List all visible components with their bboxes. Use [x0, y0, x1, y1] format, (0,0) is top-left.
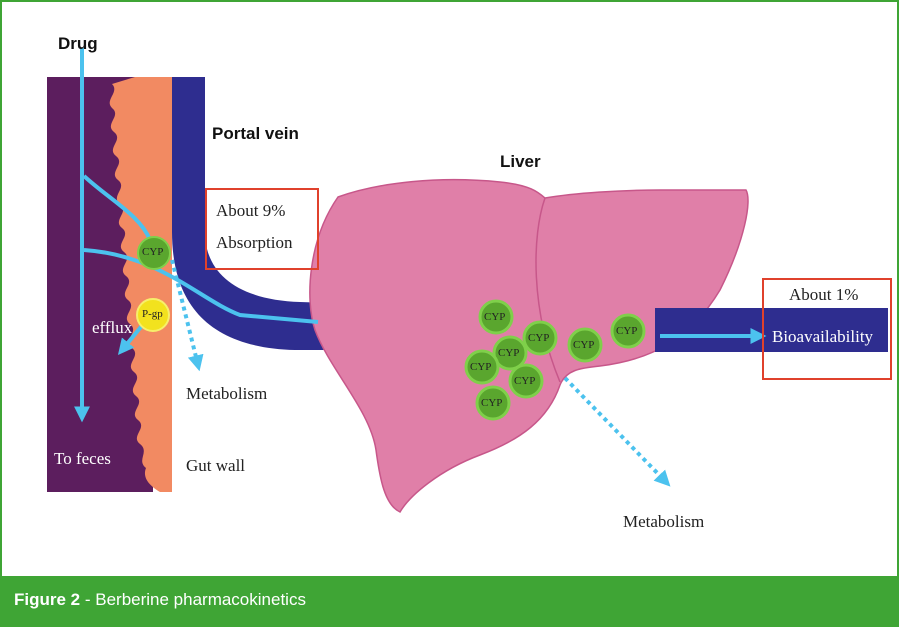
absorption-label: Absorption: [216, 233, 293, 253]
cyp-label: CYP: [514, 375, 535, 387]
figure-number: Figure 2: [14, 590, 80, 609]
portal-vein-label: Portal vein: [212, 124, 299, 144]
cyp-label: CYP: [573, 339, 594, 351]
caption-separator: -: [80, 590, 95, 609]
cyp-label: CYP: [498, 347, 519, 359]
cyp-label: CYP: [142, 246, 163, 258]
efflux-label: efflux: [92, 318, 132, 338]
bioavailability-label: Bioavailability: [772, 327, 873, 347]
cyp-label: CYP: [470, 361, 491, 373]
liver-label: Liver: [500, 152, 541, 172]
gut-wall-label: Gut wall: [186, 456, 245, 476]
cyp-label: CYP: [528, 332, 549, 344]
about-1-label: About 1%: [789, 285, 858, 305]
metabolism-liver-label: Metabolism: [623, 512, 704, 532]
figure-caption: Figure 2 - Berberine pharmacokinetics: [14, 590, 306, 610]
drug-label: Drug: [58, 34, 98, 54]
caption-title: Berberine pharmacokinetics: [95, 590, 306, 609]
metabolism-gut-label: Metabolism: [186, 384, 267, 404]
pgp-label: P-gp: [142, 308, 163, 320]
cyp-label: CYP: [481, 397, 502, 409]
arrow-metabolism-liver: [565, 378, 666, 482]
cyp-label: CYP: [484, 311, 505, 323]
to-feces-label: To feces: [54, 449, 111, 469]
caption-bar: Figure 2 - Berberine pharmacokinetics: [0, 576, 899, 627]
cyp-label: CYP: [616, 325, 637, 337]
about-9-label: About 9%: [216, 201, 285, 221]
